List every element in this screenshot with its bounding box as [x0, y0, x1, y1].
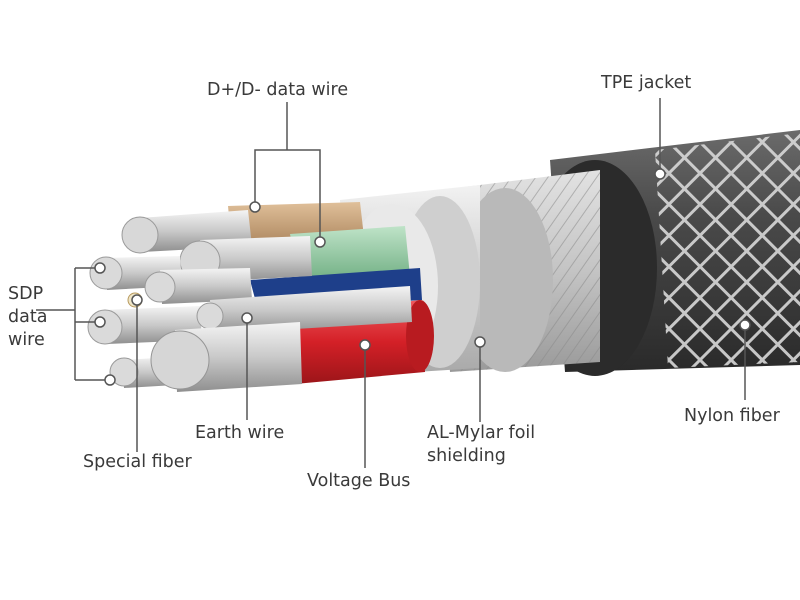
label-sdp-line1: SDP: [8, 284, 44, 304]
label-sdp-line3: wire: [8, 330, 45, 350]
braid-end: [457, 188, 553, 372]
label-voltage-bus: Voltage Bus: [307, 471, 411, 491]
red-cap: [406, 300, 434, 372]
label-nylon-fiber: Nylon fiber: [684, 406, 780, 426]
label-data-wire: D+/D- data wire: [207, 80, 349, 100]
leader-dots: [94, 168, 751, 386]
label-tpe-jacket: TPE jacket: [601, 73, 692, 93]
strand-bundles: [87, 210, 412, 392]
label-al-mylar-line1: AL-Mylar foil: [427, 423, 536, 443]
label-special-fiber: Special fiber: [83, 452, 192, 472]
label-al-mylar-line2: shielding: [427, 446, 506, 466]
label-earth-wire: Earth wire: [195, 423, 285, 443]
leader-lines: [36, 98, 746, 468]
label-sdp-line2: data: [8, 307, 48, 327]
nylon-braid: [655, 133, 800, 368]
